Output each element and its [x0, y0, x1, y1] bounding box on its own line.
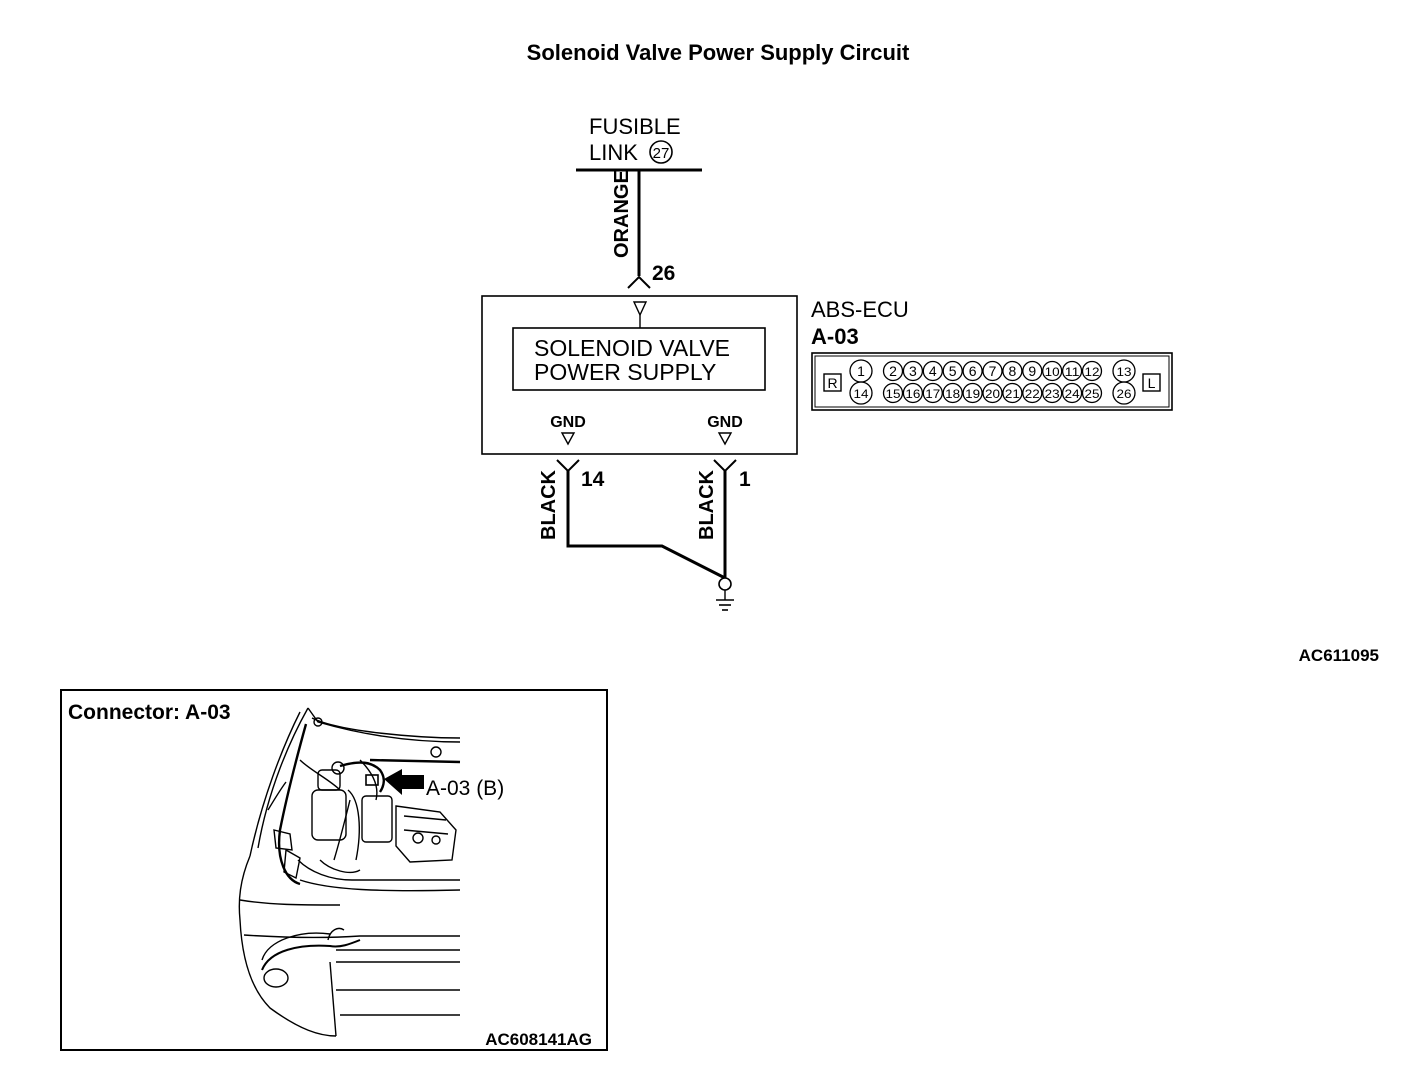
connector-pin-25: 25 — [1085, 387, 1100, 401]
harness-to-connector — [369, 758, 461, 764]
block-label-line2: POWER SUPPLY — [534, 359, 716, 385]
black-wire-left: 14 BLACK — [538, 459, 726, 580]
connector-pin-26: 26 — [1117, 387, 1132, 401]
connector-pin-21-circle — [1002, 382, 1023, 404]
connector-tag-l: L — [1148, 375, 1156, 391]
connector-pin-12-circle — [1081, 360, 1103, 382]
wiring-harness — [277, 723, 308, 886]
connector-pin-15: 15 — [886, 387, 901, 401]
black-wire-right-color-label: BLACK — [696, 469, 718, 540]
connector-pin-9: 9 — [1028, 363, 1036, 379]
connector-pin-19-circle — [962, 382, 983, 404]
connector-tag-r: R — [827, 375, 837, 391]
fusible-link-label-line2: LINK — [589, 140, 638, 165]
pin-26-label: 26 — [652, 262, 675, 285]
block-label-line1: SOLENOID VALVE — [534, 335, 730, 361]
connector-pin-22: 22 — [1025, 387, 1040, 401]
connector-pin-10: 10 — [1045, 365, 1060, 379]
connector-pin-9-circle — [1022, 360, 1043, 382]
connector-pin-14: 14 — [854, 387, 869, 401]
connector-pin-4-circle — [922, 360, 943, 382]
fusible-link: FUSIBLE LINK 27 — [576, 114, 702, 172]
ground-symbol-icon — [716, 577, 734, 611]
pin-14-label: 14 — [581, 468, 605, 491]
connector-pin-12: 12 — [1085, 365, 1100, 379]
connector-pin-17: 17 — [925, 387, 940, 401]
connector-pin-11: 11 — [1065, 365, 1080, 379]
abs-ecu-box: SOLENOID VALVE POWER SUPPLY GND GND — [481, 295, 798, 455]
connector-pin-15-circle — [882, 382, 904, 404]
connector-pin-24: 24 — [1065, 387, 1080, 401]
connector-pin-11-circle — [1061, 360, 1083, 382]
connector-pin-4: 4 — [929, 363, 937, 379]
connector-pin-23: 23 — [1045, 387, 1060, 401]
connector-pin-3-circle — [902, 360, 924, 382]
fusible-link-label-line1: FUSIBLE — [589, 114, 681, 139]
black-wire-left-color-label: BLACK — [538, 469, 560, 540]
connector-pin-2-circle — [882, 360, 904, 382]
connector-pin-5-circle — [942, 360, 963, 382]
ecu-name: ABS-ECU — [811, 297, 909, 322]
solenoid-valve-power-supply-block — [512, 327, 766, 391]
pin-1-terminal — [713, 459, 737, 473]
connector-pin-20: 20 — [985, 387, 1000, 401]
connector-pin-2: 2 — [889, 363, 897, 379]
gnd-right-terminal — [717, 432, 733, 446]
connector-tag-r-box — [823, 373, 842, 392]
wiring-harness-branch — [339, 761, 385, 793]
connector-pin-25-circle — [1081, 382, 1103, 404]
connector-pin-26-circle — [1112, 381, 1136, 405]
pin-14-terminal — [556, 459, 580, 473]
black-wire-right: 1 BLACK — [696, 459, 751, 578]
connector-pin-24-circle — [1061, 382, 1083, 404]
connector-pin-22-circle — [1022, 382, 1043, 404]
fusible-link-number-circle — [649, 140, 673, 164]
connector-pin-14-circle — [849, 381, 873, 405]
connector-pin-18-circle — [942, 382, 963, 404]
gnd-left-label: GND — [550, 414, 586, 431]
callout-arrow-icon — [384, 769, 424, 795]
connector-pin-5: 5 — [949, 363, 957, 379]
connector-pin-1: 1 — [857, 363, 865, 379]
front-harness — [261, 939, 361, 971]
pin-1-label: 1 — [739, 468, 751, 491]
orange-wire: ORANGE 26 — [611, 170, 675, 289]
connector-pin-16: 16 — [905, 387, 920, 401]
inset-callout-label: A-03 (B) — [426, 777, 504, 800]
inset-figure-id: AC608141AG — [485, 1030, 592, 1049]
inset-heading: Connector: A-03 — [68, 701, 231, 724]
connector-pin-19: 19 — [965, 387, 980, 401]
connector-pin-8-circle — [1002, 360, 1023, 382]
pin-26-terminal — [627, 275, 651, 289]
connector-pin-7: 7 — [989, 363, 997, 379]
fusible-link-number: 27 — [653, 145, 670, 162]
connector-pin-6: 6 — [969, 363, 977, 379]
connector-pin-17-circle — [922, 382, 943, 404]
figure-id: AC611095 — [1299, 646, 1379, 665]
gnd-right-label: GND — [707, 414, 743, 431]
connector-pin-20-circle — [982, 382, 1003, 404]
connector-pin-16-circle — [902, 382, 924, 404]
connector-pin-18: 18 — [945, 387, 960, 401]
connector-tag-l-box — [1142, 373, 1161, 392]
connector-pin-3: 3 — [909, 363, 917, 379]
page-title: Solenoid Valve Power Supply Circuit — [527, 40, 910, 65]
orange-wire-color-label: ORANGE — [611, 170, 633, 258]
connector-pin-10-circle — [1042, 360, 1063, 382]
connector-pin-6-circle — [962, 360, 983, 382]
gnd-left-terminal — [560, 432, 576, 446]
connector-pin-13: 13 — [1117, 365, 1132, 379]
engine-bay-illustration — [238, 707, 461, 1037]
ecu-connector-id: A-03 — [811, 324, 859, 349]
a03-connector-icon — [365, 774, 379, 786]
connector-pin-8: 8 — [1009, 363, 1017, 379]
connector-pin-21: 21 — [1005, 387, 1020, 401]
connector-pin-23-circle — [1042, 382, 1063, 404]
pin-26-internal-terminal — [632, 301, 648, 317]
connector-location-inset: Connector: A-03 AC608141AG — [60, 689, 608, 1051]
connector-pin-7-circle — [982, 360, 1003, 382]
